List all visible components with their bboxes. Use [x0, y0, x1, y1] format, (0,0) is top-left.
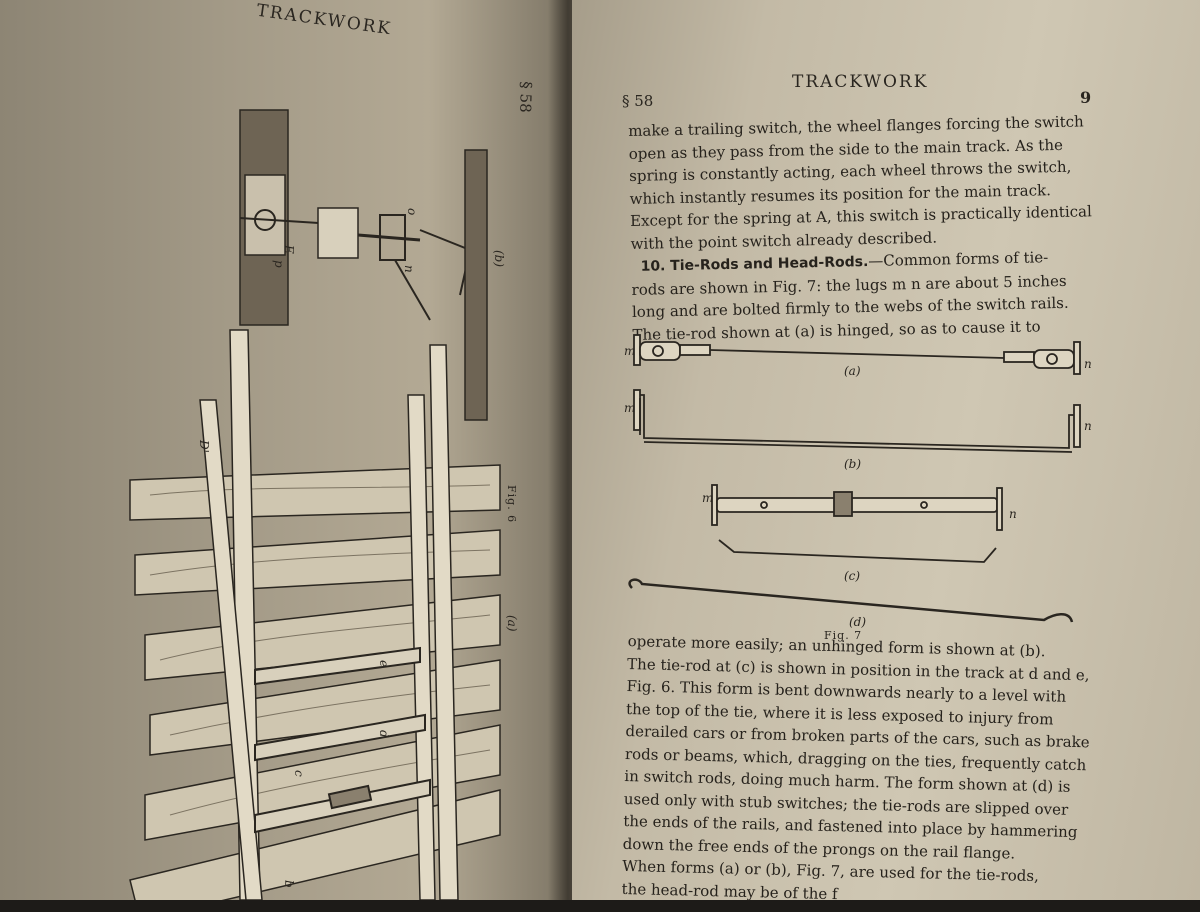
top-paragraph: make a trailing switch, the wheel flange…: [628, 109, 1145, 346]
fig6-tie-rods: [254, 646, 431, 834]
right-page: § 58 TRACKWORK 9 make a trailing switch,…: [572, 0, 1200, 903]
fig6-label-p: p: [272, 260, 286, 268]
fig7-label-m-c: m: [702, 491, 713, 505]
fig7-label-n-a: n: [1084, 357, 1092, 371]
fig7-rod-d: [628, 578, 1074, 623]
figure-6-illustration: (b) E p n o: [129, 109, 519, 900]
fig6-label-b: b: [282, 880, 296, 888]
figure-7-caption-wrap: Fig. 7: [824, 629, 862, 642]
page-number: 9: [1080, 88, 1092, 107]
right-running-head: TRACKWORK: [792, 72, 929, 92]
fig6-rails: [199, 329, 459, 900]
fig7-label-n-c: n: [1009, 507, 1017, 521]
fig6-label-d: d: [377, 730, 391, 738]
fig6-label-c: c: [292, 770, 306, 777]
fig7-rod-c: [711, 484, 1003, 563]
fig7-label-c: (c): [844, 569, 860, 583]
fig6-label-E: E: [282, 244, 296, 254]
fig7-label-b: (b): [844, 457, 861, 471]
figure-7-illustration: m n (a) m n (b) m n (c) (d): [624, 334, 1092, 629]
fig6-label-n: n: [402, 265, 416, 273]
left-page: TRACKWORK § 58 (b) E p n o: [0, 0, 572, 900]
fig7-caption: Fig. 7: [824, 629, 862, 642]
bottom-paragraph: operate more easily; an unhinged form is…: [621, 630, 1139, 912]
fig7-rod-a: [633, 334, 1081, 375]
fig6-label-b-top: (b): [492, 250, 506, 267]
fig7-label-m-b: m: [624, 401, 635, 415]
fig6-label-d-prime: D': [197, 439, 211, 453]
fig7-label-n-b: n: [1084, 419, 1092, 433]
fig7-label-d: (d): [849, 615, 866, 629]
fig6-label-a: (a): [505, 615, 519, 632]
paragraph-heading: Tie-Rods and Head-Rods.: [670, 253, 869, 275]
fig6-label-o: o: [405, 208, 419, 215]
fig6-switch-stand: [239, 109, 488, 421]
text-fragment: —Common forms of tie-: [868, 248, 1049, 270]
fig7-rod-b: [633, 389, 1081, 453]
fig7-label-a: (a): [844, 364, 861, 378]
fig6-label-e: e: [377, 660, 391, 667]
right-section-mark: § 58: [622, 92, 654, 110]
fig7-label-m-a: m: [624, 344, 635, 358]
paragraph-number: 10.: [640, 258, 666, 275]
fig6-caption: Fig. 6: [505, 485, 518, 523]
left-running-head: TRACKWORK: [255, 0, 394, 40]
